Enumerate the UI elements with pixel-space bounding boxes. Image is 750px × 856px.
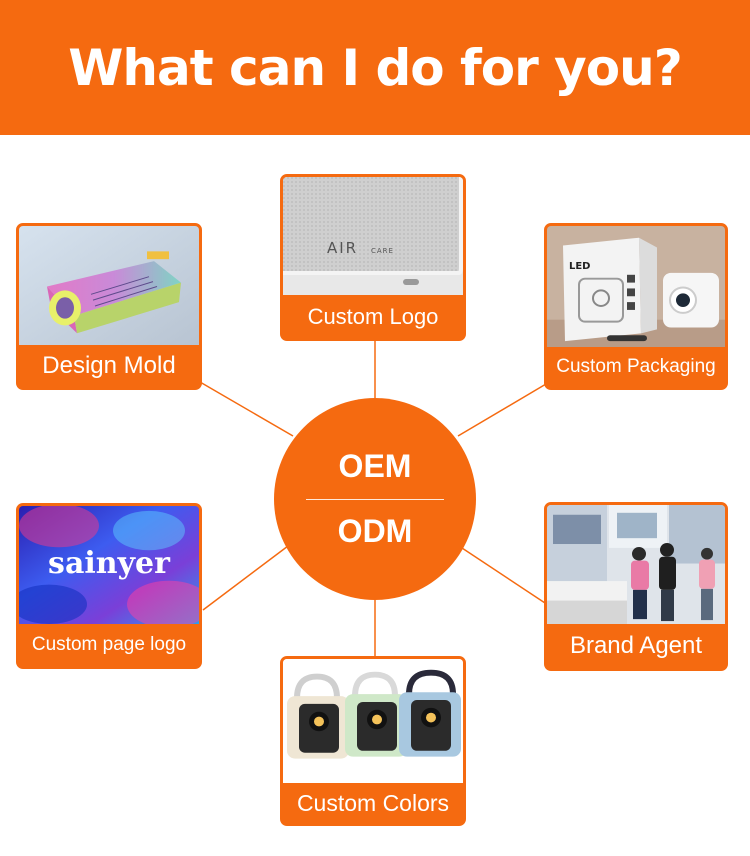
brand-agent-photo <box>547 505 725 624</box>
custom-colors-label: Custom Colors <box>296 789 450 816</box>
brand-agent-card: Brand Agent <box>544 502 728 671</box>
aircare-logo-suffix: CARE <box>371 247 394 255</box>
oem-odm-hub: OEM ODM <box>274 398 476 600</box>
custom-colors-card: Custom Colors <box>280 656 466 826</box>
custom-colors-photo <box>283 659 463 783</box>
header-banner: What can I do for you? <box>0 0 750 135</box>
custom-logo-card: AIR CARE Custom Logo <box>280 174 466 341</box>
custom-page-logo-label: Custom page logo <box>31 634 187 655</box>
design-mold-card: Design Mold <box>16 223 202 390</box>
fabric-logo-image: AIR CARE <box>283 177 463 295</box>
design-mold-label: Design Mold <box>42 352 176 379</box>
trade-show-image <box>547 505 725 624</box>
page-title: What can I do for you? <box>68 38 682 97</box>
sainyer-brand-image: sainyer <box>19 506 199 624</box>
custom-logo-photo: AIR CARE <box>283 177 463 295</box>
sainyer-brand-text: sainyer <box>48 546 170 581</box>
custom-logo-label: Custom Logo <box>307 303 439 329</box>
custom-packaging-card: LED Custom Packaging <box>544 223 728 390</box>
custom-page-logo-card: sainyer Custom page logo <box>16 503 202 669</box>
custom-packaging-label: Custom Packaging <box>556 356 716 377</box>
colored-projectors-image <box>283 659 463 783</box>
aircare-logo-text: AIR <box>327 239 358 257</box>
custom-packaging-photo: LED <box>547 226 725 347</box>
packaging-box-image: LED <box>547 226 725 347</box>
hub-divider <box>306 499 444 500</box>
brand-agent-label: Brand Agent <box>569 632 703 659</box>
box-led-text: LED <box>569 261 590 272</box>
hub-odm-label: ODM <box>337 513 413 549</box>
hub-oem-label: OEM <box>338 448 412 484</box>
custom-page-logo-photo: sainyer <box>19 506 199 624</box>
design-mold-photo <box>19 226 199 345</box>
projector-render-image <box>19 226 199 345</box>
